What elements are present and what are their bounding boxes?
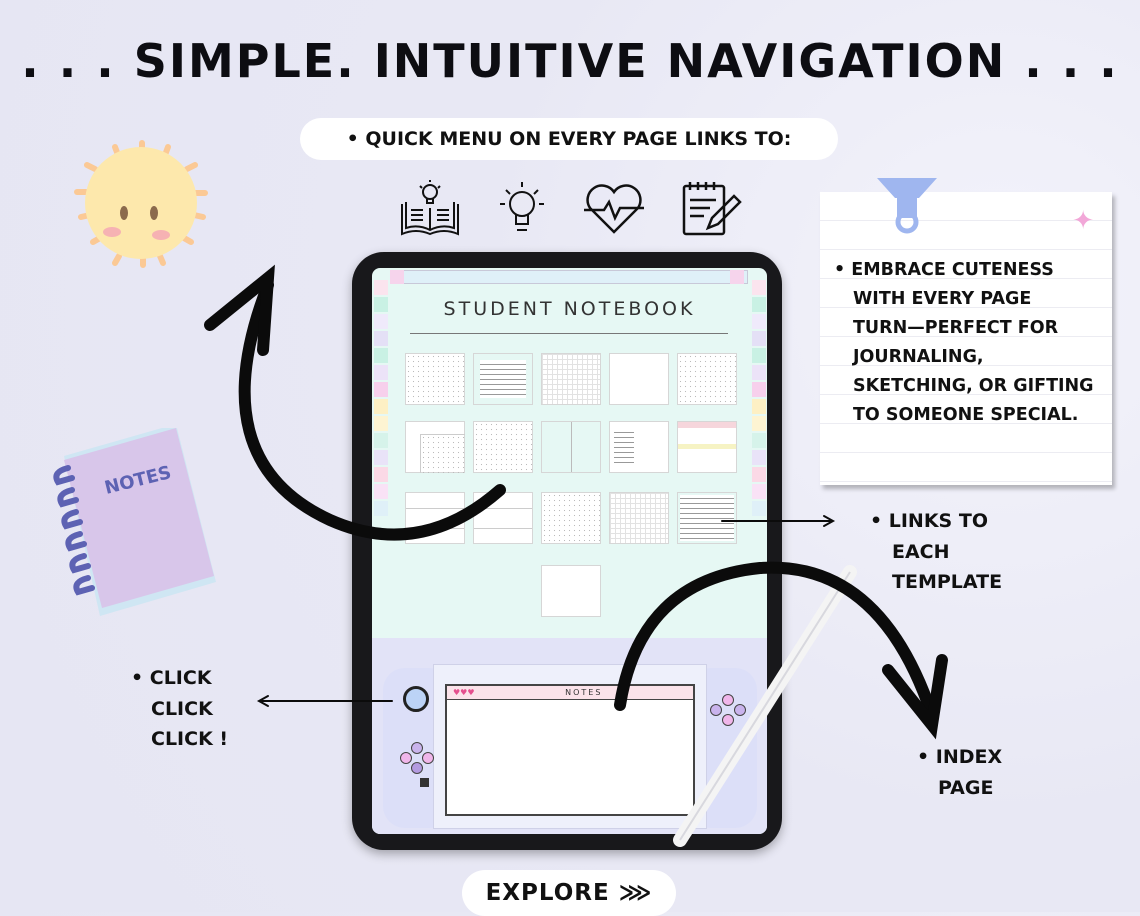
side-tab[interactable] bbox=[752, 365, 766, 380]
index-joystick-button[interactable] bbox=[403, 686, 429, 712]
side-tab[interactable] bbox=[374, 501, 388, 516]
side-tab[interactable] bbox=[374, 365, 388, 380]
side-tab[interactable] bbox=[374, 348, 388, 363]
open-book-bulb-icon bbox=[401, 180, 459, 236]
lightbulb-icon bbox=[500, 182, 544, 231]
side-tab[interactable] bbox=[374, 382, 388, 397]
explore-button[interactable]: EXPLORE ⋙ bbox=[462, 870, 676, 916]
side-tab[interactable] bbox=[752, 467, 766, 482]
side-tab[interactable] bbox=[374, 280, 388, 295]
side-tab[interactable] bbox=[752, 331, 766, 346]
template-boxes-2[interactable] bbox=[473, 492, 533, 544]
notes-notebook-illustration: NOTES bbox=[48, 424, 218, 618]
sticky-line: • EMBRACE CUTENESS bbox=[834, 260, 1054, 280]
notebook-title: STUDENT NOTEBOOK bbox=[443, 298, 696, 320]
triple-chevron-icon: ⋙ bbox=[618, 880, 653, 906]
side-tab[interactable] bbox=[752, 280, 766, 295]
sun-illustration bbox=[74, 140, 208, 268]
sparkle-icon: ✦ bbox=[1072, 206, 1094, 236]
template-split[interactable] bbox=[541, 421, 601, 473]
sticky-line: SKETCHING, OR GIFTING bbox=[853, 376, 1094, 396]
template-color-table[interactable] bbox=[677, 421, 737, 473]
side-tab[interactable] bbox=[752, 484, 766, 499]
template-cornell[interactable] bbox=[405, 421, 465, 473]
quick-menu-banner: • QUICK MENU ON EVERY PAGE LINKS TO: bbox=[300, 118, 838, 160]
sticky-line: TO SOMEONE SPECIAL. bbox=[853, 405, 1079, 425]
sticky-line: TURN—PERFECT FOR bbox=[853, 318, 1059, 338]
side-tab[interactable] bbox=[752, 433, 766, 448]
sticky-note: • EMBRACE CUTENESS WITH EVERY PAGE TURN—PE… bbox=[820, 192, 1112, 485]
hearts-icon: ♥♥♥ bbox=[453, 688, 475, 697]
sticky-line: JOURNALING, bbox=[853, 347, 984, 367]
page-title: . . . SIMPLE. INTUITIVE NAVIGATION . . . bbox=[21, 34, 1119, 88]
template-boxes[interactable] bbox=[405, 492, 465, 544]
template-lined-grid[interactable] bbox=[609, 421, 669, 473]
side-tab[interactable] bbox=[374, 484, 388, 499]
side-tab[interactable] bbox=[752, 501, 766, 516]
side-tab[interactable] bbox=[752, 348, 766, 363]
template-blank-2[interactable] bbox=[541, 565, 601, 617]
stylus-pen bbox=[673, 565, 857, 847]
side-tab[interactable] bbox=[374, 331, 388, 346]
side-tab[interactable] bbox=[374, 416, 388, 431]
side-tab[interactable] bbox=[374, 433, 388, 448]
sticky-line: WITH EVERY PAGE bbox=[853, 289, 1032, 309]
binder-clip-icon bbox=[877, 178, 937, 234]
side-tab[interactable] bbox=[752, 314, 766, 329]
side-tab[interactable] bbox=[752, 416, 766, 431]
side-tab[interactable] bbox=[752, 399, 766, 414]
notes-window-title: NOTES bbox=[565, 688, 603, 697]
template-dotted[interactable] bbox=[677, 353, 737, 405]
template-dot-grid[interactable] bbox=[405, 353, 465, 405]
notepad-pen-icon bbox=[682, 182, 742, 236]
template-graph[interactable] bbox=[541, 353, 601, 405]
side-tab[interactable] bbox=[752, 450, 766, 465]
template-blank[interactable] bbox=[609, 353, 669, 405]
side-tab[interactable] bbox=[752, 297, 766, 312]
template-margin-dots[interactable] bbox=[473, 421, 533, 473]
template-mixed-blocks[interactable] bbox=[541, 492, 601, 544]
side-tab[interactable] bbox=[374, 450, 388, 465]
side-tab[interactable] bbox=[752, 382, 766, 397]
heartbeat-icon bbox=[584, 184, 644, 234]
template-fine-grid[interactable] bbox=[609, 492, 669, 544]
template-lined[interactable] bbox=[473, 353, 533, 405]
template-narrow-lined[interactable] bbox=[677, 492, 737, 544]
side-tab[interactable] bbox=[374, 399, 388, 414]
notes-window[interactable]: ♥♥♥ NOTES bbox=[445, 684, 695, 816]
side-tab[interactable] bbox=[374, 467, 388, 482]
